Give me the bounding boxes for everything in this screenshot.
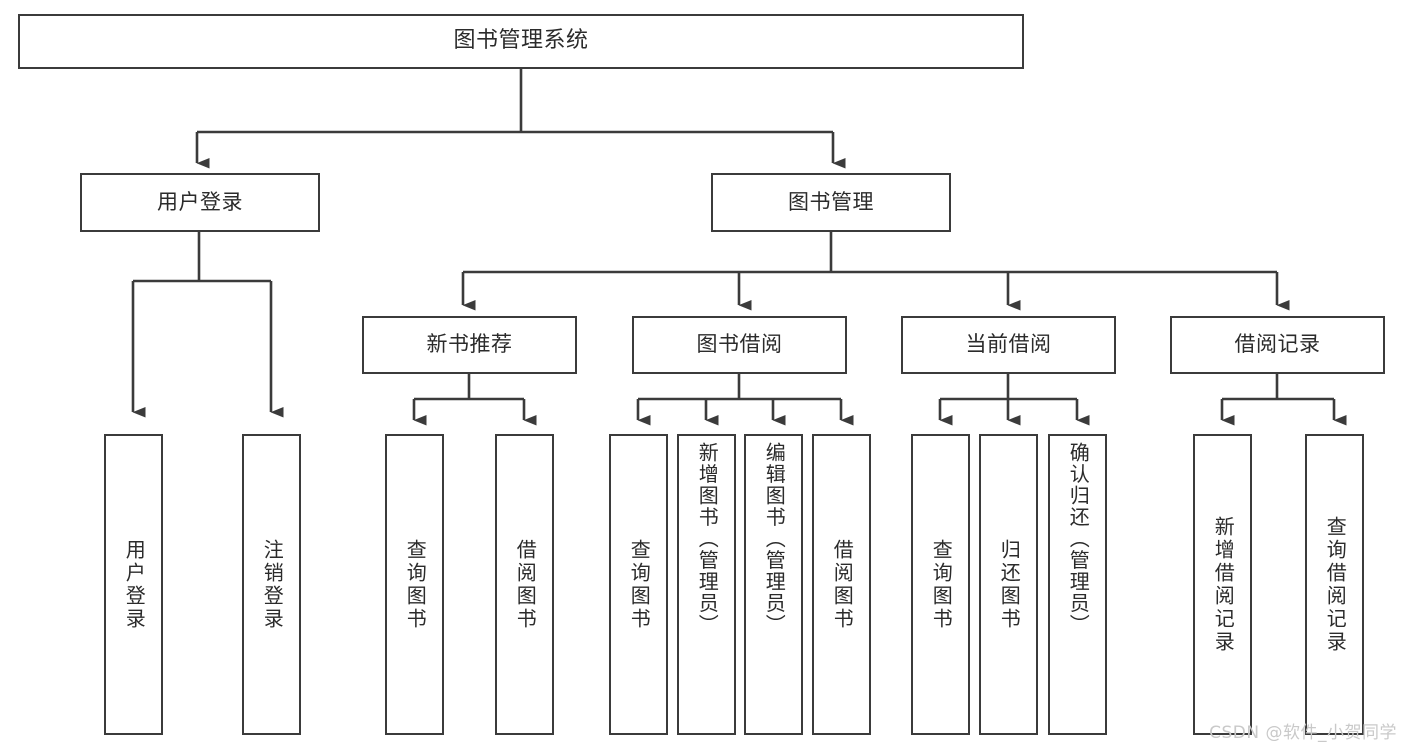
node-leaf-query-book-1-label: 查询图书 xyxy=(403,538,428,631)
node-leaf-query-book-2-label: 查询图书 xyxy=(627,538,652,631)
node-root[interactable]: 图书管理系统 xyxy=(18,14,1024,69)
node-leaf-borrow-book-2-label: 借阅图书 xyxy=(830,538,855,631)
node-leaf-query-borrow-record[interactable]: 查询借阅记录 xyxy=(1305,434,1364,735)
node-leaf-borrow-book-1-label: 借阅图书 xyxy=(513,538,538,631)
node-leaf-confirm-return-admin-label: 确认归还（管理员） xyxy=(1066,442,1091,636)
node-leaf-add-book-admin-label: 新增图书（管理员） xyxy=(695,442,720,636)
csdn-watermark: CSDN @软件_小贺同学 xyxy=(1209,723,1397,743)
node-leaf-add-borrow-record[interactable]: 新增借阅记录 xyxy=(1193,434,1252,735)
node-new-book-recommend[interactable]: 新书推荐 xyxy=(362,316,577,374)
node-user-login-label: 用户登录 xyxy=(157,189,243,214)
node-book-borrow-label: 图书借阅 xyxy=(696,332,783,357)
node-book-management[interactable]: 图书管理 xyxy=(711,173,951,232)
node-leaf-return-book[interactable]: 归还图书 xyxy=(979,434,1038,735)
node-leaf-add-borrow-record-label: 新增借阅记录 xyxy=(1211,515,1236,654)
node-leaf-user-login[interactable]: 用户登录 xyxy=(104,434,163,735)
node-new-book-recommend-label: 新书推荐 xyxy=(426,332,513,357)
node-leaf-query-book-3[interactable]: 查询图书 xyxy=(911,434,970,735)
node-leaf-edit-book-admin-label: 编辑图书（管理员） xyxy=(762,442,787,636)
node-leaf-logout-login-label: 注销登录 xyxy=(260,538,285,631)
node-leaf-query-borrow-record-label: 查询借阅记录 xyxy=(1323,515,1348,654)
node-leaf-add-book-admin[interactable]: 新增图书（管理员） xyxy=(677,434,736,735)
node-leaf-edit-book-admin[interactable]: 编辑图书（管理员） xyxy=(744,434,803,735)
node-leaf-query-book-1[interactable]: 查询图书 xyxy=(385,434,444,735)
node-leaf-query-book-3-label: 查询图书 xyxy=(929,538,954,631)
node-current-borrow[interactable]: 当前借阅 xyxy=(901,316,1116,374)
node-book-management-label: 图书管理 xyxy=(788,189,874,214)
node-leaf-confirm-return-admin[interactable]: 确认归还（管理员） xyxy=(1048,434,1107,735)
node-leaf-user-login-label: 用户登录 xyxy=(122,538,147,631)
node-book-borrow[interactable]: 图书借阅 xyxy=(632,316,847,374)
node-leaf-query-book-2[interactable]: 查询图书 xyxy=(609,434,668,735)
node-leaf-borrow-book-1[interactable]: 借阅图书 xyxy=(495,434,554,735)
node-current-borrow-label: 当前借阅 xyxy=(965,332,1052,357)
node-leaf-logout-login[interactable]: 注销登录 xyxy=(242,434,301,735)
node-borrow-record-label: 借阅记录 xyxy=(1234,332,1321,357)
node-leaf-return-book-label: 归还图书 xyxy=(997,538,1022,631)
node-user-login[interactable]: 用户登录 xyxy=(80,173,320,232)
node-root-label: 图书管理系统 xyxy=(453,28,589,54)
node-leaf-borrow-book-2[interactable]: 借阅图书 xyxy=(812,434,871,735)
node-borrow-record[interactable]: 借阅记录 xyxy=(1170,316,1385,374)
